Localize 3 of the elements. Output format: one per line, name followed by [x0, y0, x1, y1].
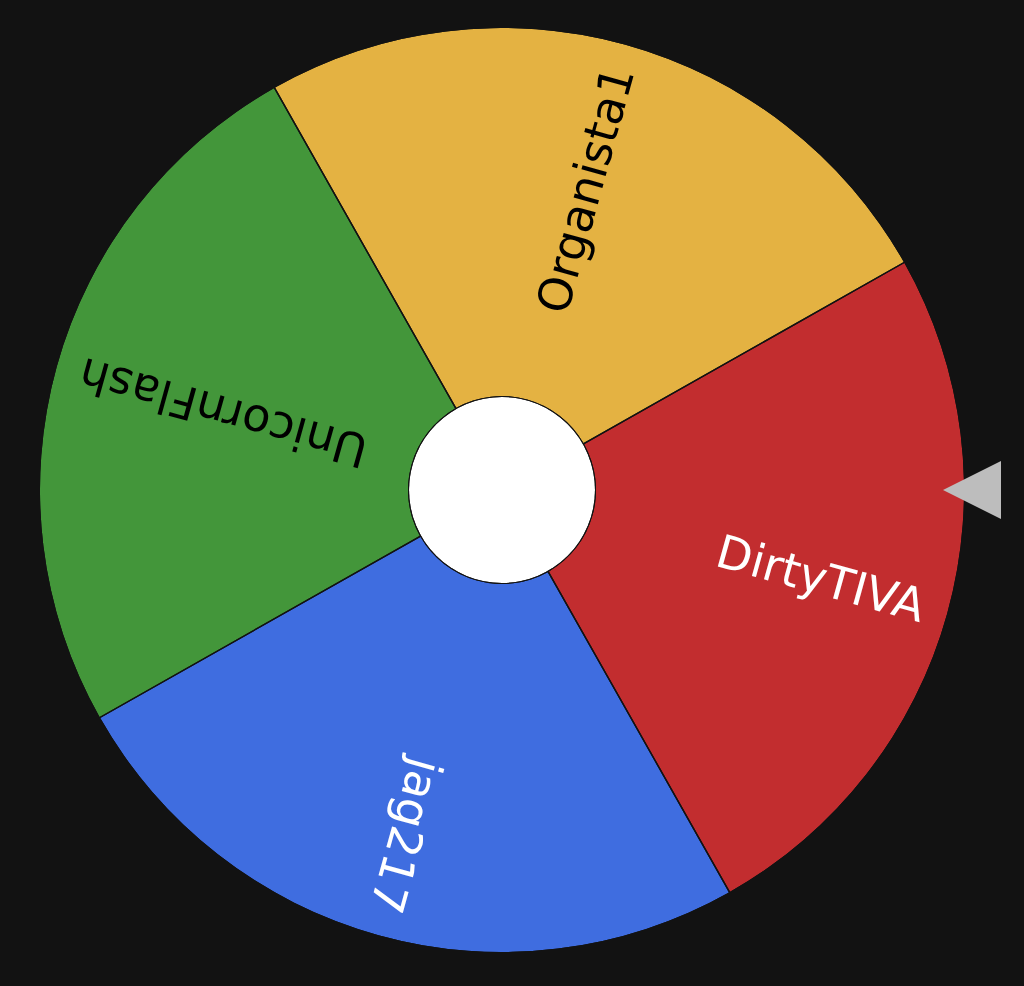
wheel-hub: [409, 397, 595, 583]
wheel-segment: [40, 88, 456, 717]
name-label: jag217: [358, 752, 455, 920]
